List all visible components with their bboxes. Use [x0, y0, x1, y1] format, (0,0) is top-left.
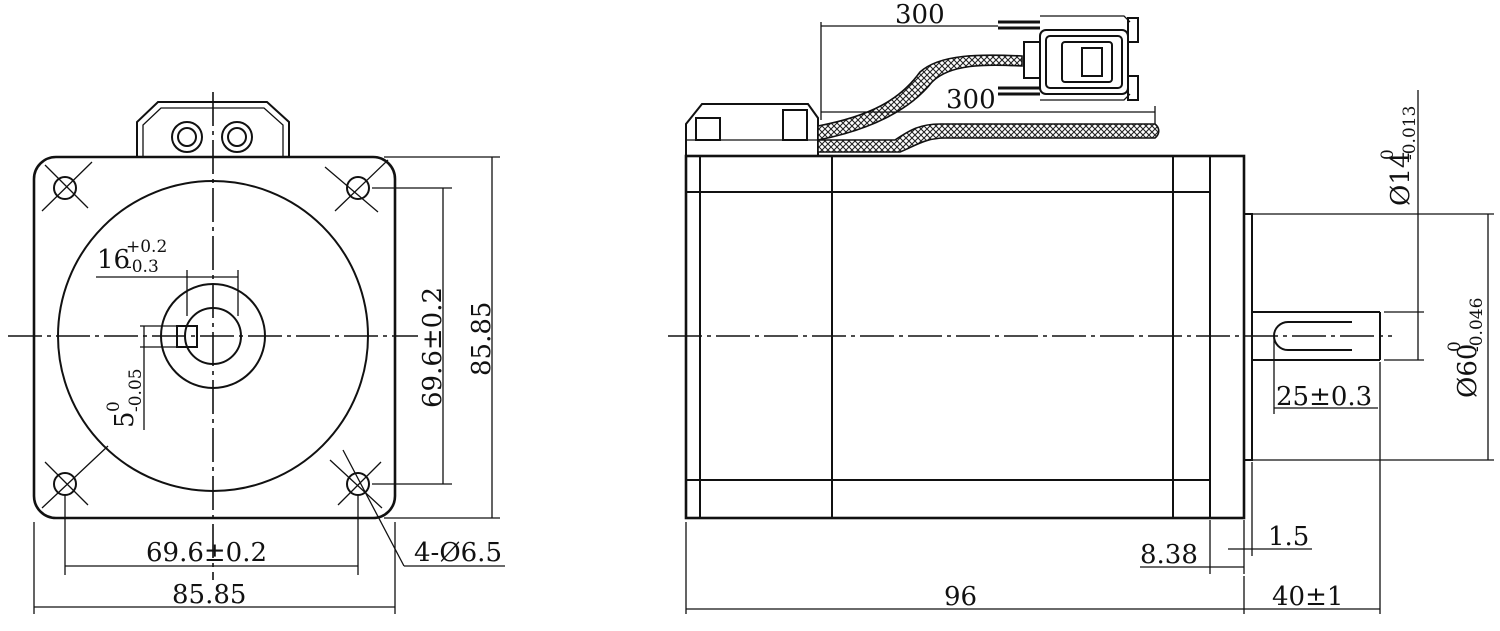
key-width-label: 16	[97, 245, 130, 275]
flange-outline	[32, 155, 397, 520]
vertical-hole-spacing-dimension: 69.6±0.2	[372, 187, 452, 485]
key-width-tol-upper: +0.2	[126, 237, 167, 257]
pilot-diameter-tol-upper: 0	[1445, 341, 1465, 352]
flange-step-dimension: 1.5	[1228, 462, 1312, 556]
pilot-diameter-tol-lower: -0.046	[1467, 298, 1487, 352]
pilot-diameter-dimension: Ø60 0 -0.046	[1252, 213, 1494, 461]
vertical-hole-spacing-label: 69.6±0.2	[418, 287, 448, 408]
mount-holes-label: 4-Ø6.5	[414, 538, 502, 568]
front-view: 16 +0.2 -0.3 5 0 -0.05 69.6±0.2	[8, 92, 505, 614]
motor-body	[684, 154, 1246, 520]
shaft-diameter-tol-lower: -0.013	[1400, 106, 1420, 160]
pilot-diameter-label: Ø60	[1453, 344, 1483, 398]
shaft-length-dimension: 40±1	[1244, 362, 1381, 614]
horizontal-hole-spacing-dimension: 69.6±0.2	[64, 495, 359, 575]
body-length-dimension: 96	[685, 522, 1245, 614]
flange-step-label: 1.5	[1268, 522, 1309, 552]
height-dimension: 85.85	[384, 156, 500, 519]
key-depth-label: 5	[110, 411, 140, 428]
flange-thickness-dimension: 8.38	[1140, 520, 1245, 574]
mounting-holes	[41, 159, 389, 509]
shaft-diameter-tol-upper: 0	[1378, 149, 1398, 160]
horizontal-hole-spacing-label: 69.6±0.2	[146, 538, 267, 568]
key-depth-tol-upper: 0	[104, 401, 124, 412]
key-depth-tol-lower: -0.05	[126, 368, 146, 412]
key-depth-dimension: 5 0 -0.05	[104, 325, 177, 430]
cable-length-upper-label: 300	[895, 0, 945, 30]
key-length-label: 25±0.3	[1276, 382, 1372, 412]
shaft-diameter-dimension: Ø14 0 -0.013	[1378, 90, 1424, 361]
cable-length-lower-dimension: 300	[821, 85, 1156, 124]
shaft-diameter-label: Ø14	[1386, 152, 1416, 206]
mount-holes-callout: 4-Ø6.5	[342, 449, 505, 568]
side-connector-block	[685, 103, 819, 156]
side-view: 300 300	[668, 0, 1494, 614]
db9-connector	[998, 15, 1139, 101]
key-length-dimension: 25±0.3	[1273, 338, 1378, 414]
body-length-label: 96	[944, 582, 977, 612]
flange-thickness-label: 8.38	[1140, 540, 1198, 570]
shaft	[1252, 311, 1381, 361]
cables	[817, 54, 1160, 153]
cable-length-lower-label: 300	[946, 85, 996, 115]
key-width-dimension: 16 +0.2 -0.3	[96, 237, 239, 316]
width-dimension: 85.85	[33, 522, 396, 614]
pilot	[1243, 213, 1253, 461]
shaft-length-label: 40±1	[1272, 582, 1343, 612]
height-label: 85.85	[467, 302, 497, 376]
key-width-tol-lower: -0.3	[126, 257, 159, 277]
width-label: 85.85	[172, 580, 246, 610]
cable-length-upper-dimension: 300	[820, 0, 998, 120]
